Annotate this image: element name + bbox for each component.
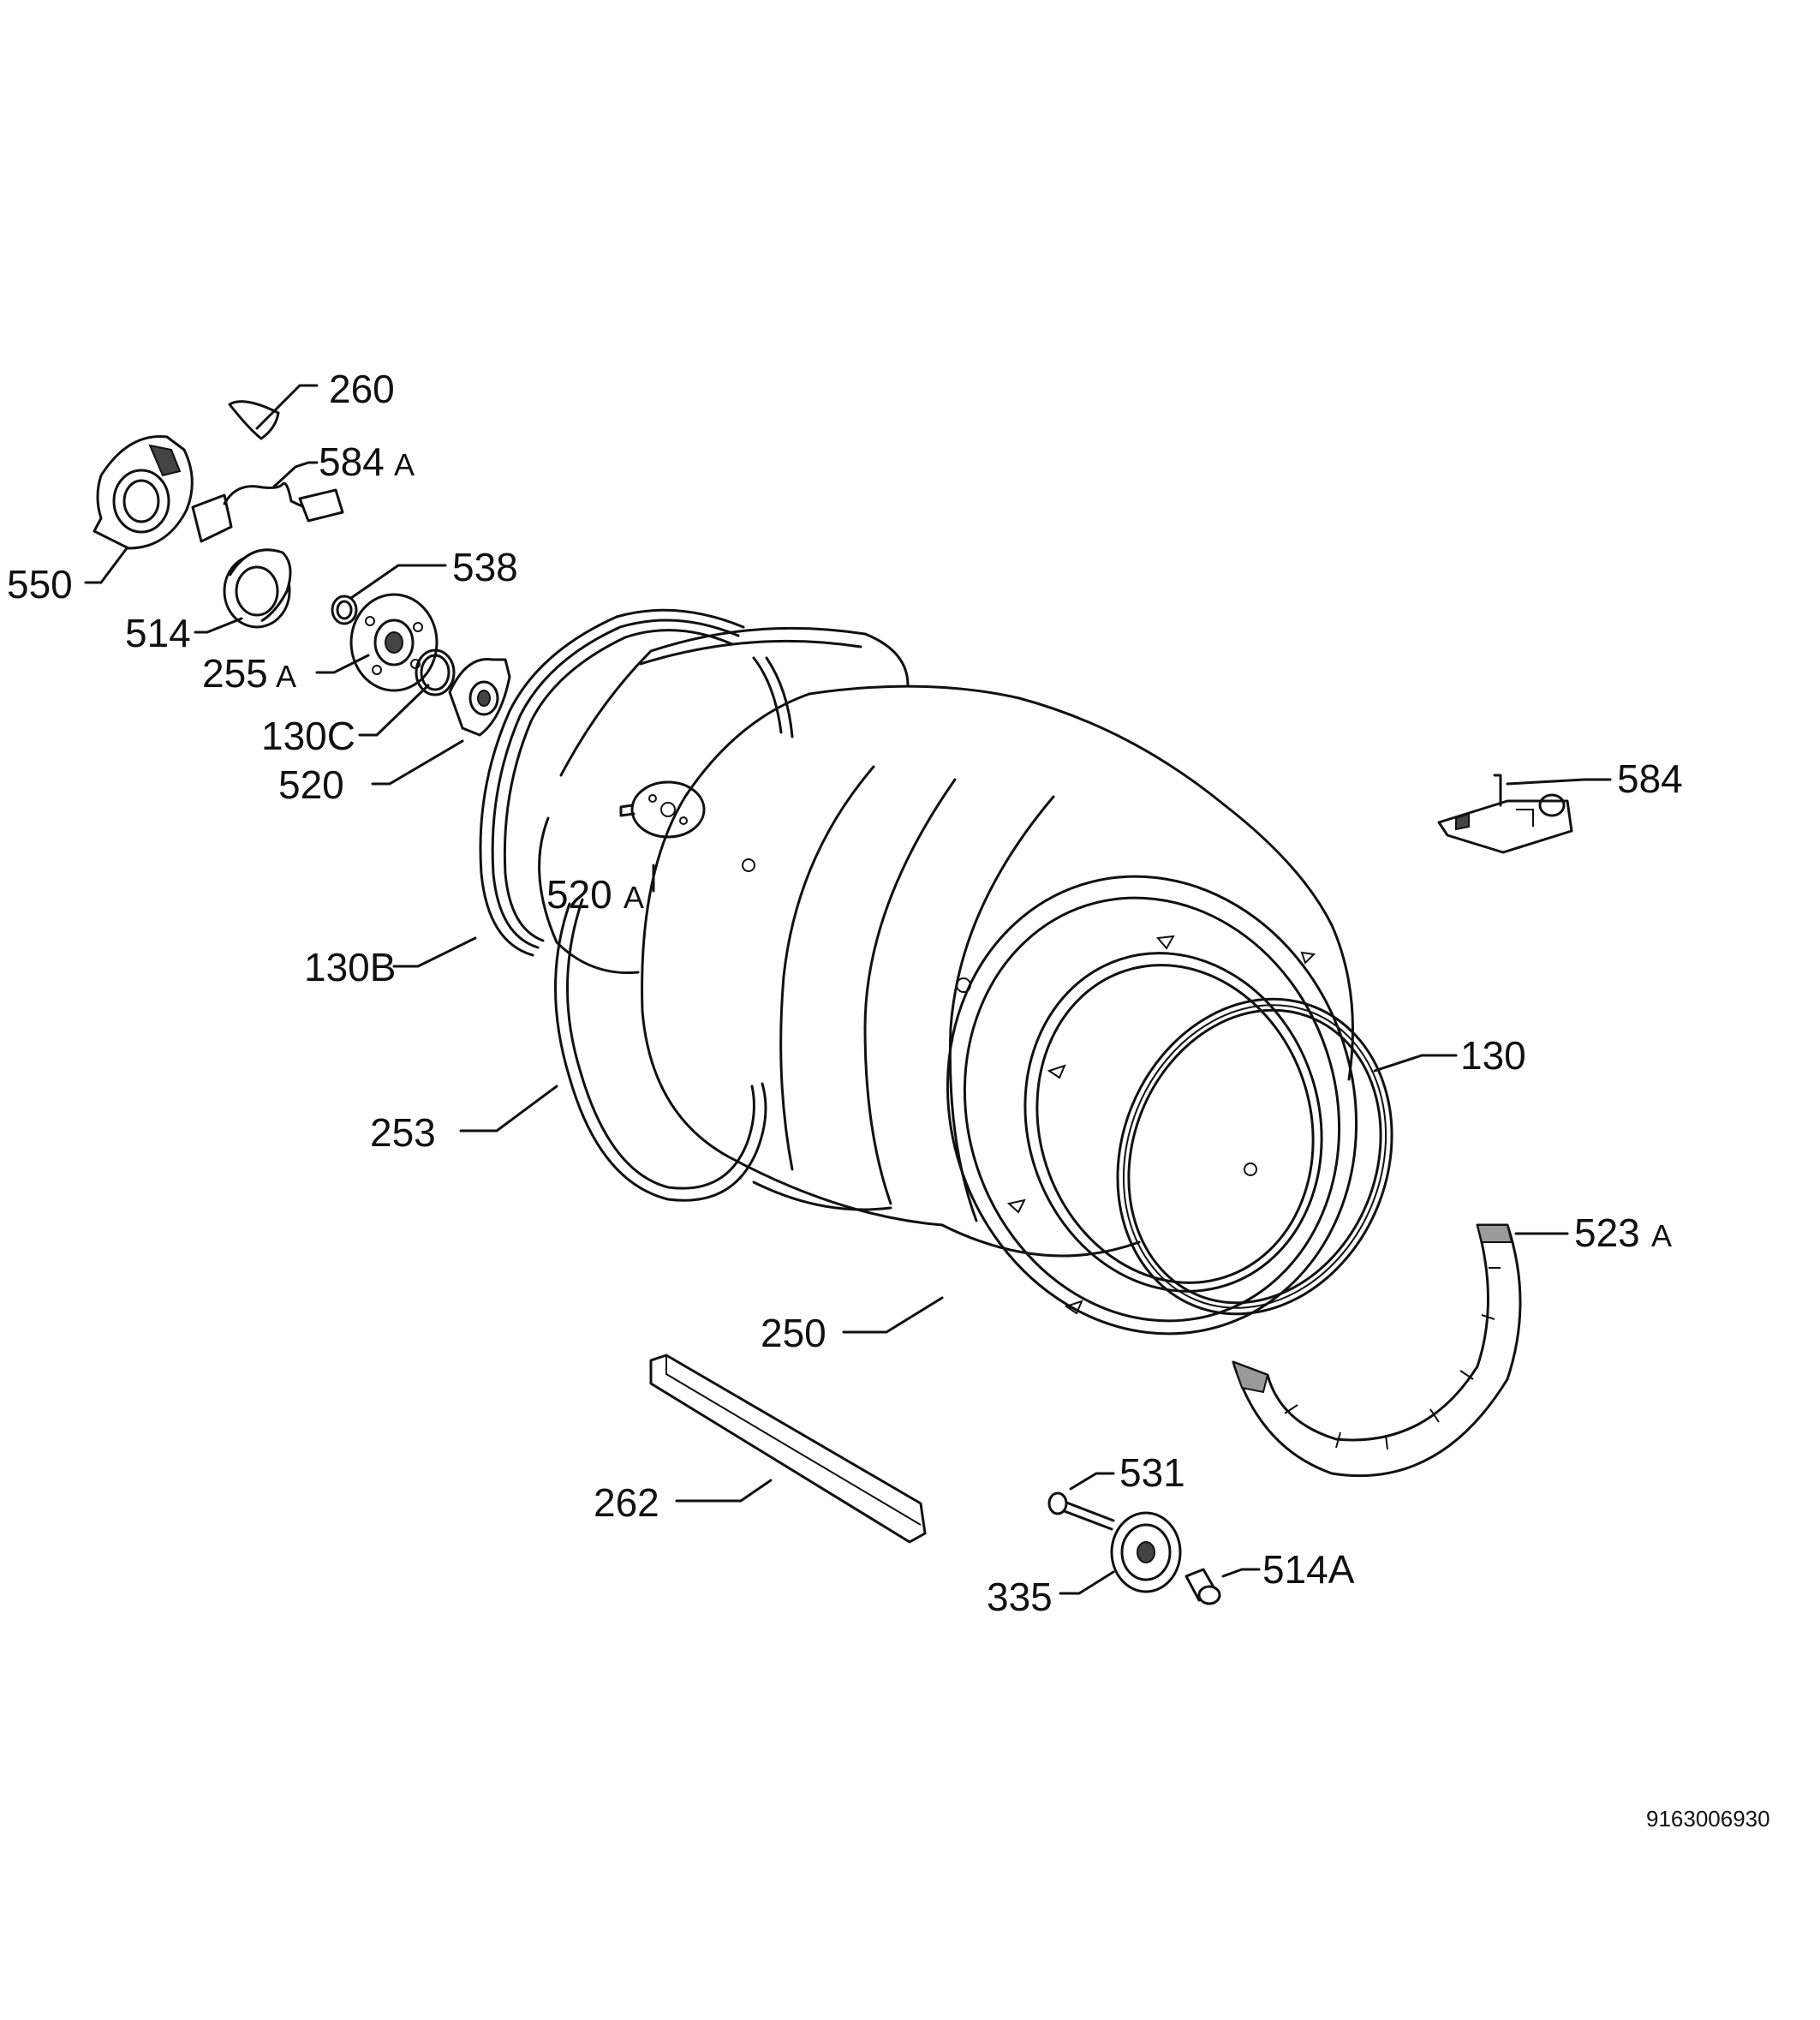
callout-538: 538 <box>452 545 518 589</box>
callout-labels: 260 584 A 550 538 514 255 A 130C 520 584… <box>7 367 1683 1619</box>
part-130c-seal <box>415 648 456 696</box>
callout-260: 260 <box>329 367 395 411</box>
part-255a-bearing-plate <box>349 593 439 692</box>
part-550-bracket <box>92 435 194 550</box>
part-260-clip <box>228 400 280 440</box>
callout-262: 262 <box>594 1480 659 1525</box>
part-584a-sensor <box>191 481 344 543</box>
part-514a-bushing <box>1184 1568 1221 1605</box>
callout-520a: 520 <box>546 872 612 917</box>
callout-584a-suffix: A <box>394 447 415 482</box>
leader-lines <box>84 384 1612 1595</box>
callout-584: 584 <box>1617 756 1683 801</box>
part-335-roller <box>1110 1511 1182 1593</box>
callout-130: 130 <box>1460 1033 1526 1078</box>
part-520a-shaft <box>619 780 706 839</box>
callout-514: 514 <box>125 611 191 655</box>
callout-523a-suffix: A <box>1651 1218 1672 1253</box>
drum-rear-panel <box>538 626 910 975</box>
callout-255a: 255 <box>202 651 268 696</box>
part-262-strip <box>649 1354 927 1544</box>
part-250-drum <box>641 684 1358 1336</box>
callout-550: 550 <box>7 562 73 607</box>
part-130b-rear-seal <box>479 608 745 957</box>
callout-520: 520 <box>278 762 344 807</box>
part-130-front-seal <box>1116 997 1393 1316</box>
part-520-flange <box>448 657 511 737</box>
part-523a-seal-segment <box>1232 1223 1522 1478</box>
part-538-ring <box>331 595 358 625</box>
callout-335: 335 <box>987 1575 1053 1619</box>
callout-255a-suffix: A <box>276 659 296 694</box>
callout-520a-suffix: A <box>624 880 644 915</box>
drawing-number: 9163006930 <box>1646 1806 1770 1832</box>
callout-130c: 130C <box>261 714 355 758</box>
callout-250: 250 <box>761 1311 826 1355</box>
callout-514a: 514A <box>1262 1547 1355 1592</box>
callout-130b: 130B <box>304 945 396 989</box>
part-253-drive-belt <box>554 898 767 1202</box>
part-514-bushing <box>223 548 292 629</box>
callout-253: 253 <box>370 1110 436 1155</box>
part-584-bracket <box>1437 774 1573 854</box>
callout-584a: 584 <box>319 439 385 484</box>
part-531-pin <box>1047 1491 1115 1531</box>
callout-523a: 523 <box>1574 1210 1640 1255</box>
callout-531: 531 <box>1119 1450 1185 1495</box>
